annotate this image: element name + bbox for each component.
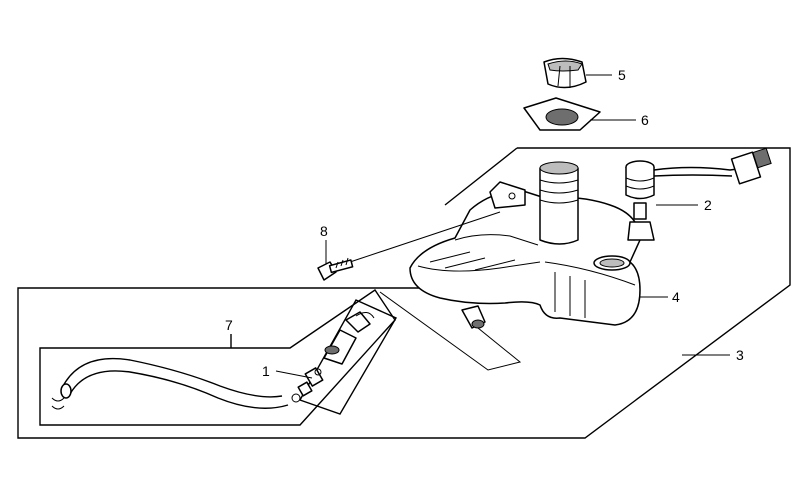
callout-2: 2 [704,197,712,213]
assembly-frame-3 [17,147,791,439]
callout-5: 5 [618,67,626,83]
leader-lines [349,211,522,371]
fuel-cap [543,57,587,89]
callout-6: 6 [641,112,649,128]
callout-7: 7 [225,317,233,333]
callout-8: 8 [320,223,328,239]
callout-1: 1 [262,363,270,379]
fuel-hose [51,357,289,410]
callout-3: 3 [736,347,744,363]
fuel-tank [409,161,641,329]
fuel-sender [625,147,772,241]
fuel-valve-kit [291,299,397,415]
cap-seal [523,97,601,131]
mounting-bolt [317,257,354,281]
callout-4: 4 [672,289,680,305]
callout-leaders [230,74,730,379]
